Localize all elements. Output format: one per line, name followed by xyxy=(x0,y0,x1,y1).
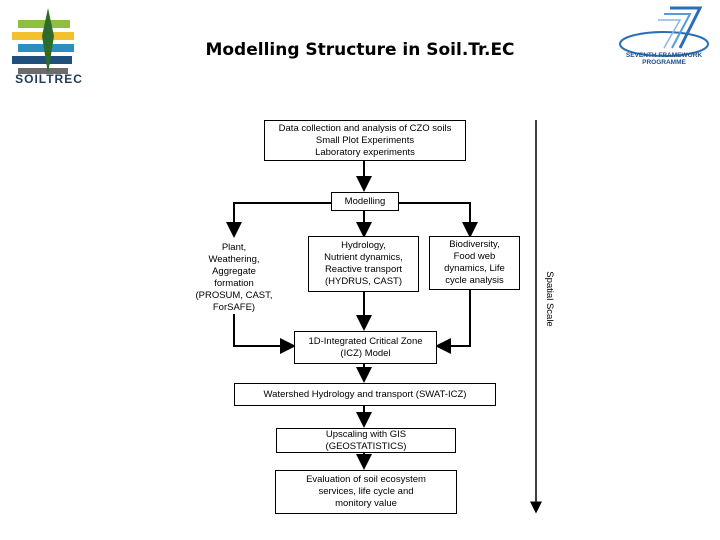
upscaling-label: Upscaling with GIS (GEOSTATISTICS) xyxy=(325,428,407,452)
watershed-label: Watershed Hydrology and transport (SWAT-… xyxy=(263,388,467,400)
icz-model-box: 1D-Integrated Critical Zone (ICZ) Model xyxy=(294,331,437,364)
soiltrec-logo xyxy=(12,8,74,74)
data-collection-label: Data collection and analysis of CZO soil… xyxy=(278,122,452,158)
modelling-box: Modelling xyxy=(331,192,399,211)
page-title: Modelling Structure in Soil.Tr.EC xyxy=(205,40,515,60)
seventh-framework-text: SEVENTH FRAMEWORK PROGRAMME xyxy=(625,52,703,66)
hydrology-label: Hydrology, Nutrient dynamics, Reactive t… xyxy=(324,240,403,287)
seventh-framework-logo xyxy=(619,6,709,57)
icz-model-label: 1D-Integrated Critical Zone (ICZ) Model xyxy=(308,335,423,359)
evaluation-label: Evaluation of soil ecosystem services, l… xyxy=(306,474,426,509)
plant-weathering-label: Plant, Weathering, Aggregate formation (… xyxy=(184,242,284,314)
evaluation-box: Evaluation of soil ecosystem services, l… xyxy=(275,470,457,514)
spatial-scale-label: Spatial Scale xyxy=(544,271,555,327)
upscaling-box: Upscaling with GIS (GEOSTATISTICS) xyxy=(276,428,456,453)
modelling-label: Modelling xyxy=(344,195,386,207)
biodiversity-label: Biodiversity, Food web dynamics, Life cy… xyxy=(444,239,505,286)
data-collection-box: Data collection and analysis of CZO soil… xyxy=(264,120,466,161)
hydrology-box: Hydrology, Nutrient dynamics, Reactive t… xyxy=(308,236,419,292)
watershed-box: Watershed Hydrology and transport (SWAT-… xyxy=(234,383,496,406)
biodiversity-box: Biodiversity, Food web dynamics, Life cy… xyxy=(429,236,520,290)
soiltrec-logo-text: SOILTREC xyxy=(15,72,83,86)
